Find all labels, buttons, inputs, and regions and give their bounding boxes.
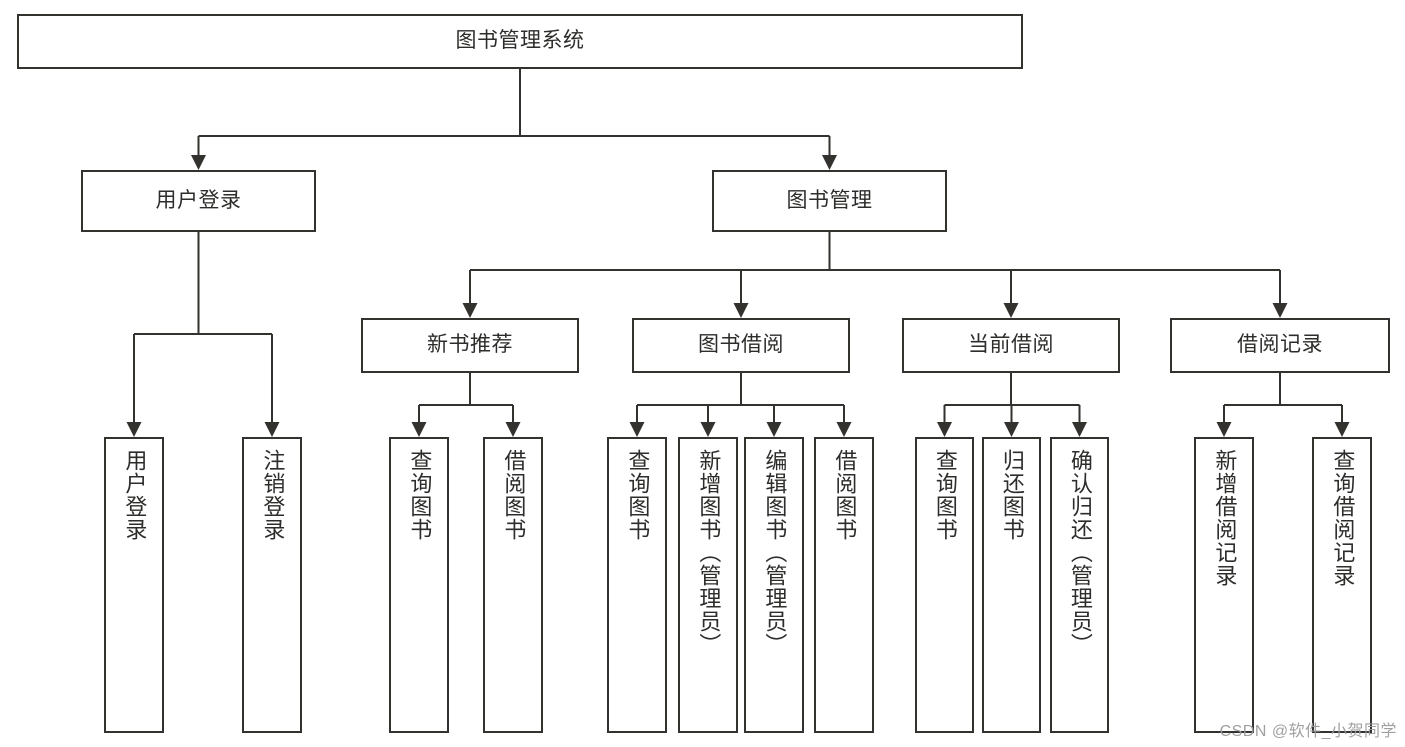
node-leaf-borrow-book-label: 借阅图书 bbox=[832, 449, 858, 541]
node-leaf-borrow-book[interactable]: 借阅图书 bbox=[814, 437, 874, 733]
node-leaf-add-borrow-record[interactable]: 新增借阅记录 bbox=[1194, 437, 1254, 733]
node-leaf-new-borrow-book-label: 借阅图书 bbox=[501, 449, 527, 541]
node-leaf-confirm-return-admin[interactable]: 确认归还（管理员） bbox=[1050, 437, 1109, 733]
node-root[interactable]: 图书管理系统 bbox=[17, 14, 1023, 69]
node-leaf-new-borrow-book[interactable]: 借阅图书 bbox=[483, 437, 543, 733]
node-leaf-confirm-return-admin-label: 确认归还（管理员） bbox=[1067, 449, 1093, 656]
node-book-management-module-label: 图书管理 bbox=[786, 188, 873, 212]
node-book-borrow[interactable]: 图书借阅 bbox=[632, 318, 850, 373]
node-root-label: 图书管理系统 bbox=[455, 29, 585, 53]
node-book-management-module[interactable]: 图书管理 bbox=[712, 170, 947, 232]
node-leaf-query-borrow-record-label: 查询借阅记录 bbox=[1330, 449, 1356, 587]
node-leaf-new-query-book-label: 查询图书 bbox=[407, 449, 433, 541]
node-leaf-add-book-admin-label: 新增图书（管理员） bbox=[696, 449, 722, 656]
node-user-login-module[interactable]: 用户登录 bbox=[81, 170, 316, 232]
node-leaf-return-book[interactable]: 归还图书 bbox=[982, 437, 1041, 733]
node-leaf-borrow-query-book[interactable]: 查询图书 bbox=[607, 437, 667, 733]
node-leaf-query-borrow-record[interactable]: 查询借阅记录 bbox=[1312, 437, 1372, 733]
node-current-borrow[interactable]: 当前借阅 bbox=[902, 318, 1120, 373]
node-borrow-record-label: 借阅记录 bbox=[1237, 333, 1323, 357]
node-leaf-borrow-query-book-label: 查询图书 bbox=[625, 449, 651, 541]
node-leaf-current-query-book-label: 查询图书 bbox=[932, 449, 958, 541]
node-leaf-current-query-book[interactable]: 查询图书 bbox=[915, 437, 974, 733]
node-user-login-module-label: 用户登录 bbox=[155, 188, 242, 212]
node-leaf-new-query-book[interactable]: 查询图书 bbox=[389, 437, 449, 733]
node-leaf-add-book-admin[interactable]: 新增图书（管理员） bbox=[678, 437, 738, 733]
node-leaf-user-login[interactable]: 用户登录 bbox=[104, 437, 164, 733]
node-borrow-record[interactable]: 借阅记录 bbox=[1170, 318, 1390, 373]
node-leaf-add-borrow-record-label: 新增借阅记录 bbox=[1212, 449, 1238, 587]
node-leaf-edit-book-admin-label: 编辑图书（管理员） bbox=[762, 449, 788, 656]
node-new-book-recommend-label: 新书推荐 bbox=[427, 333, 513, 357]
node-new-book-recommend[interactable]: 新书推荐 bbox=[361, 318, 579, 373]
node-leaf-user-logout-label: 注销登录 bbox=[260, 449, 286, 541]
node-leaf-user-logout[interactable]: 注销登录 bbox=[242, 437, 302, 733]
watermark: CSDN @软件_小贺同学 bbox=[1219, 723, 1397, 740]
node-leaf-return-book-label: 归还图书 bbox=[999, 449, 1025, 541]
node-book-borrow-label: 图书借阅 bbox=[698, 333, 784, 357]
node-current-borrow-label: 当前借阅 bbox=[968, 333, 1054, 357]
node-leaf-edit-book-admin[interactable]: 编辑图书（管理员） bbox=[744, 437, 804, 733]
node-leaf-user-login-label: 用户登录 bbox=[122, 449, 148, 541]
